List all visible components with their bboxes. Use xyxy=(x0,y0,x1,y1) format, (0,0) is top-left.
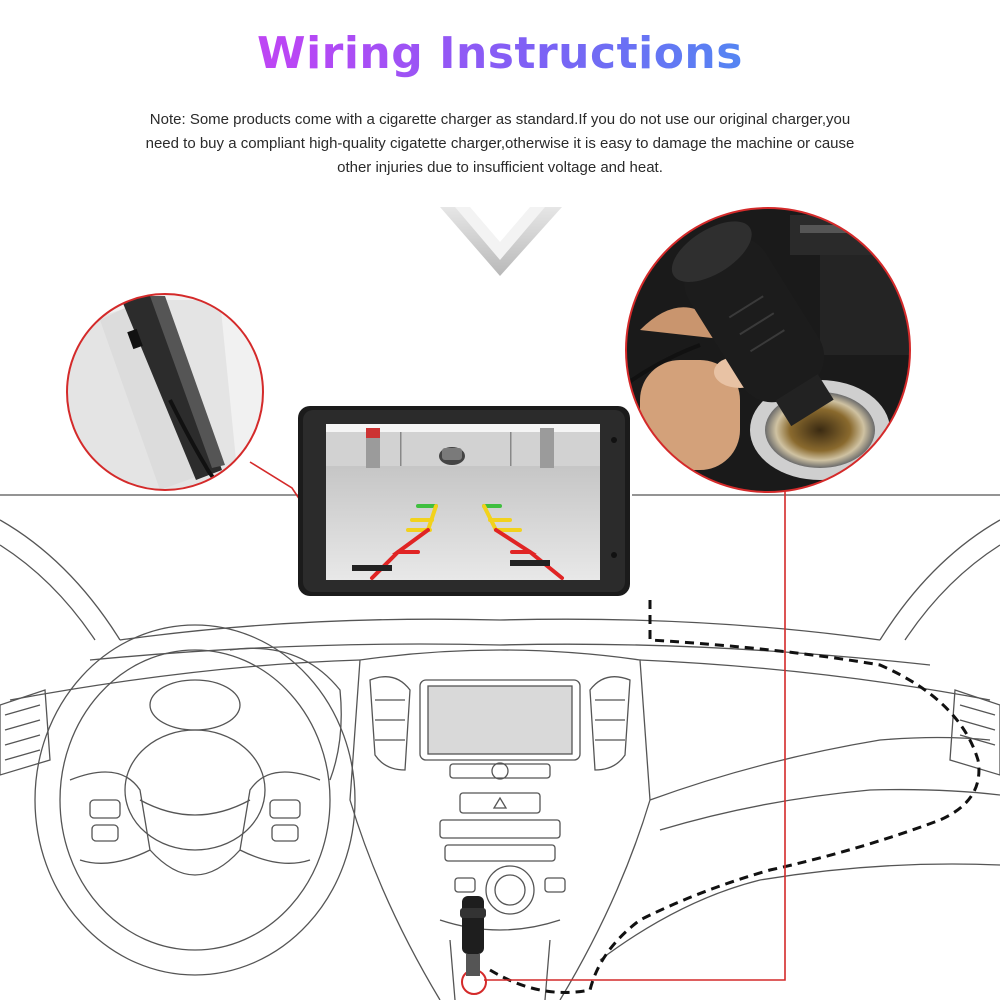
note-line-3: other injuries due to insufficient volta… xyxy=(337,159,663,176)
cigarette-plug-icon xyxy=(460,896,487,995)
callout-lines xyxy=(249,461,786,981)
car-monitor-icon xyxy=(298,406,630,596)
monitor-side-closeup xyxy=(66,293,264,491)
car-interior-drawing xyxy=(0,494,1000,1000)
double-chevron-down-icon xyxy=(440,207,562,276)
charger-socket-closeup xyxy=(625,207,911,493)
note-text: Note: Some products come with a cigarett… xyxy=(40,108,960,180)
cable-route-dashed xyxy=(489,600,981,994)
note-line-2: need to buy a compliant high-quality cig… xyxy=(145,135,855,152)
page-title: Wiring Instructions xyxy=(0,28,1000,79)
note-line-1: Note: Some products come with a cigarett… xyxy=(149,111,851,128)
